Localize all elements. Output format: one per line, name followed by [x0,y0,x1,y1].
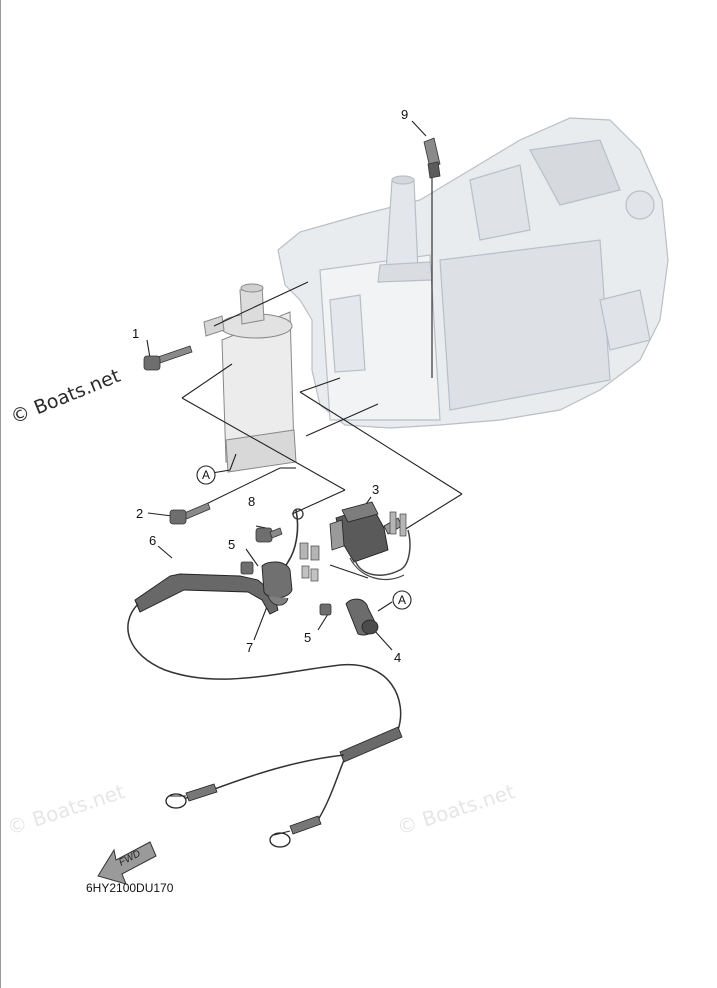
bolt-8 [255,527,283,543]
ignition-coil [203,283,297,473]
high-tension-lead-6 [127,561,402,731]
svg-text:A: A [398,593,406,607]
engine-block [277,117,669,429]
callout-7: 7 [246,640,253,655]
spark-plug-cap-9 [423,137,441,179]
screw-5-lower [319,603,332,616]
callout-5-upper: 5 [228,537,235,552]
watermark-bottom-left: © Boats.net [4,779,128,840]
reference-marker-a-left: A [196,465,216,485]
forward-direction-arrow: FWD [97,841,157,885]
callout-5-lower: 5 [304,630,311,645]
callout-1: 1 [132,326,139,341]
callout-numbers: 1 2 3 4 5 5 6 7 8 9 [132,107,408,665]
plug-cap-4 [345,598,379,636]
bolt-1 [143,345,193,371]
callout-6: 6 [149,533,156,548]
callout-3: 3 [372,482,379,497]
reference-marker-a-right: A [392,590,412,610]
watermark-bottom-right: © Boats.net [394,779,518,840]
diagram-code: 6HY2100DU170 [86,881,174,895]
watermarks-faint: © Boats.net © Boats.net [4,779,518,840]
watermark-main: © Boats.net [8,365,124,429]
callout-8: 8 [248,494,255,509]
svg-text:A: A [202,468,210,482]
callout-4: 4 [394,650,401,665]
ground-harness [165,726,403,848]
bolt-2 [169,502,211,525]
callout-2: 2 [136,506,143,521]
cdi-unit-3 [299,501,411,582]
screw-5-upper [240,561,254,575]
callout-9: 9 [401,107,408,122]
